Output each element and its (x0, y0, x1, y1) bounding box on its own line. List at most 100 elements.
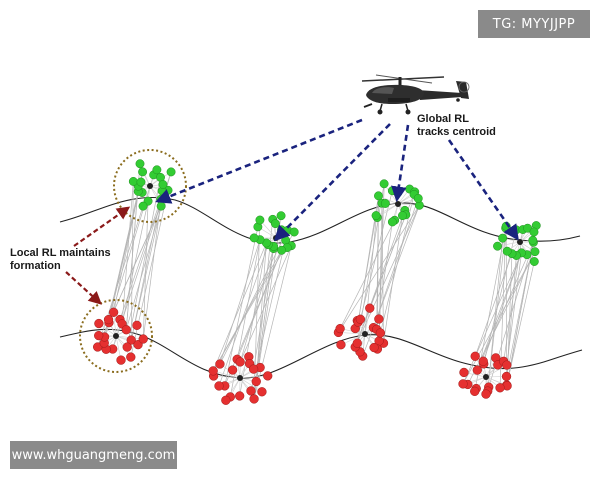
link-line (474, 253, 513, 357)
link-line (224, 226, 259, 386)
lower-agent-node (138, 334, 148, 344)
agent-nodes (93, 159, 541, 405)
lower-agent-node (103, 314, 114, 325)
formation-arrows (65, 206, 131, 305)
link-line (121, 201, 149, 324)
lower-agent-node (365, 303, 375, 313)
upper-agent-node (277, 245, 287, 255)
lower-agent-node (251, 376, 261, 387)
link-line (354, 210, 406, 348)
upper-agent-node (398, 211, 407, 221)
lower-agent-node (235, 357, 245, 367)
lower-agent-node (502, 360, 512, 370)
upper-agent-node (502, 246, 512, 256)
link-line (487, 238, 503, 392)
lower-trajectory-curve (59, 328, 583, 379)
upper-agent-node (138, 167, 148, 177)
link-line (506, 242, 534, 386)
highlight-ring-lower (79, 299, 153, 373)
upper-agent-node (529, 257, 539, 266)
global-rl-label: Global RL tracks centroid (417, 113, 496, 139)
lower-agent-node (470, 386, 480, 396)
link-line (362, 195, 379, 357)
link-line (219, 239, 261, 365)
upper-agent-node (156, 201, 166, 211)
link-line (476, 242, 534, 371)
link-line (212, 242, 267, 372)
local-rl-label: Local RL maintains formation (10, 247, 111, 273)
lower-agent-node (208, 366, 218, 376)
upper-agent-node (493, 241, 502, 251)
tracking-arrow-1 (155, 118, 363, 204)
link-line (212, 231, 295, 372)
link-line (130, 190, 163, 341)
lower-agent-node (126, 352, 136, 362)
link-line (236, 250, 282, 360)
lower-agent-node (375, 328, 386, 338)
upper-agent-node (498, 233, 508, 243)
upper-agent-node (413, 193, 423, 203)
link-line (219, 230, 289, 365)
tracking-arrow-4 (447, 139, 519, 241)
lower-agent-node (478, 356, 488, 366)
link-line (239, 242, 267, 396)
upper-agent-node (276, 211, 286, 221)
link-line (462, 251, 536, 385)
lower-agent-node (221, 395, 231, 405)
lower-centroid-marker (113, 333, 119, 339)
lower-agent-node (249, 394, 259, 404)
lower-agent-node (227, 365, 238, 375)
upper-agent-node (136, 177, 146, 187)
lower-agent-node (215, 359, 225, 369)
lower-agent-node (235, 391, 245, 401)
link-line (354, 214, 407, 348)
link-line (339, 220, 395, 329)
formation-arrow-lower (65, 271, 102, 305)
lower-agent-node (94, 330, 104, 341)
link-line (218, 244, 269, 387)
lower-agent-node (214, 381, 224, 391)
link-line (462, 252, 522, 385)
link-line (130, 190, 169, 358)
link-line (383, 215, 403, 344)
upper-agent-node (374, 191, 383, 201)
lower-agent-node (335, 323, 345, 334)
lower-agent-node (495, 383, 505, 393)
upper-agent-node (528, 235, 538, 245)
link-line (373, 198, 419, 328)
link-line (506, 255, 517, 377)
lower-agent-node (132, 320, 142, 330)
link-line (253, 246, 275, 370)
global-rl-label-line2: tracks centroid (417, 126, 496, 138)
lower-agent-node (116, 355, 126, 365)
lower-agent-node (355, 314, 366, 324)
lower-agent-node (481, 389, 491, 399)
upper-agent-node (387, 217, 397, 227)
link-line (126, 177, 161, 348)
lower-agent-node (501, 371, 512, 382)
upper-agent-node (166, 167, 176, 177)
lower-agent-node (108, 307, 119, 317)
link-line (255, 246, 275, 382)
link-line (119, 199, 162, 320)
lower-agent-node (121, 325, 131, 335)
link-line (239, 248, 274, 363)
upper-centroid-marker (517, 239, 523, 245)
link-line (360, 190, 393, 320)
watermark-top: TG: MYYJJPP (478, 10, 590, 38)
tracking-arrow-3 (391, 124, 410, 203)
formation-arrow-upper (73, 206, 131, 247)
upper-agent-node (135, 159, 145, 169)
tracking-arrow-2 (273, 123, 391, 242)
local-rl-label-line2: formation (10, 260, 61, 272)
upper-agent-node (255, 215, 265, 225)
upper-agent-node (152, 165, 162, 175)
upper-agent-node (138, 201, 148, 211)
link-line (130, 206, 162, 341)
lower-centroid-marker (237, 375, 243, 381)
upper-agent-node (249, 233, 259, 243)
upper-centroid-marker (395, 201, 401, 207)
highlight-ring-upper (113, 149, 187, 223)
upper-agent-node (379, 179, 389, 189)
